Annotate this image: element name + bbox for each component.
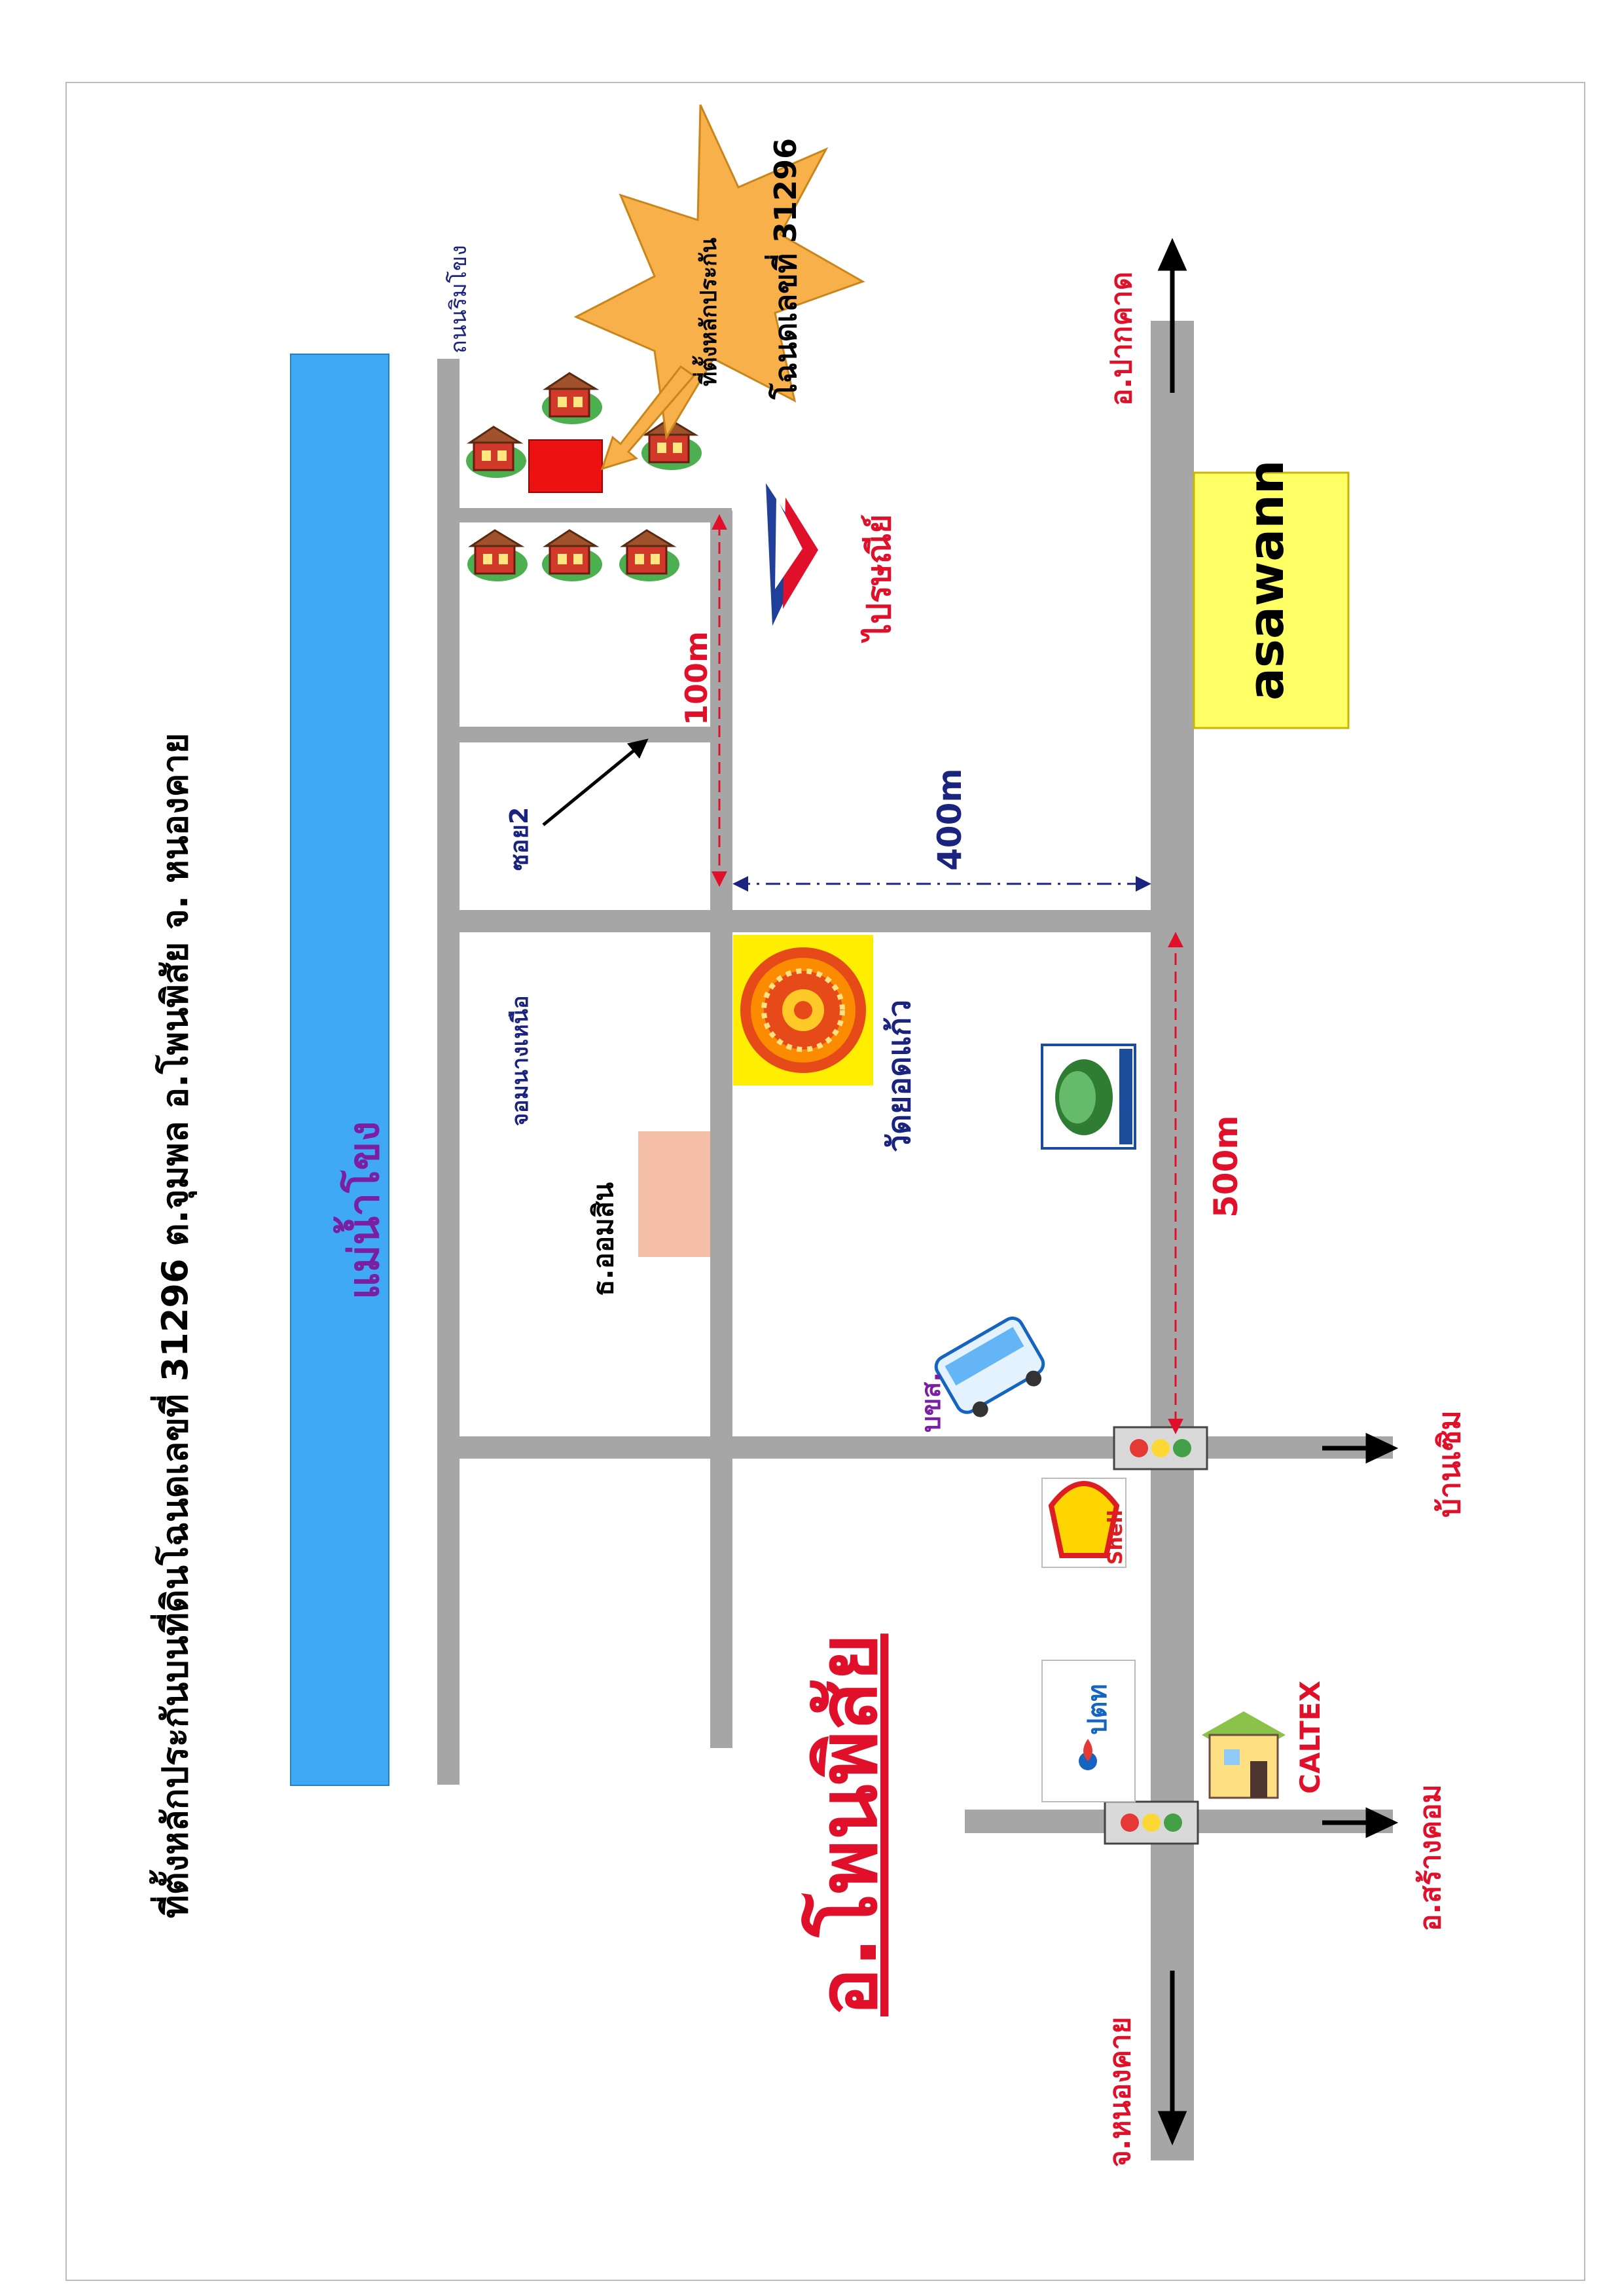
asawann-box [1193, 471, 1350, 729]
temple-wheel-icon [733, 935, 873, 1085]
star-label-line1: ที่ตั้งหลักประกัน [692, 238, 722, 386]
road-highway [1151, 321, 1194, 2160]
caltex-label: CALTEX [1294, 1681, 1326, 1794]
direction-pak-khat: อ.ปากคาด [1105, 272, 1138, 406]
page-border [65, 82, 1585, 2281]
road-top-cross [437, 508, 732, 522]
target-parcel [528, 439, 603, 493]
road-label-soi2: ซอย2 [505, 807, 533, 871]
post-office-logo-icon [766, 483, 818, 626]
star-pointer-arrow-icon [600, 365, 696, 471]
ptt-logo-icon [1041, 1660, 1136, 1802]
bus-label: บขส. [916, 1372, 946, 1432]
highway-arrows [1157, 238, 1399, 2145]
road-bus-cross [437, 1436, 1393, 1459]
bank-label: ธ.ออมสิน [587, 1182, 619, 1296]
bangchak-logo-icon [1041, 1044, 1136, 1150]
distance-400m: 400m [931, 769, 969, 871]
road-temple-link [437, 910, 1170, 932]
direction-ban-soem: บ้านเซิม [1432, 1410, 1467, 1518]
ptt-label: ปตท [1083, 1684, 1113, 1735]
traffic-light-south [1104, 1800, 1199, 1845]
traffic-light-north [1113, 1426, 1208, 1470]
river [290, 354, 389, 1786]
post-office-label: ไปรษณีย์ [860, 515, 898, 644]
direction-nong-khai: จ.หนองคาย [1104, 2017, 1137, 2167]
shell-logo-icon [1041, 1478, 1126, 1568]
bangchak-label: บางจาก [1117, 1093, 1134, 1143]
temple-label: วัดยอดแก้ว [881, 1000, 918, 1152]
bus-icon [934, 1317, 1045, 1417]
distance-500m: 500m [1207, 1116, 1245, 1218]
soi2-pointer-arrow [542, 738, 649, 826]
road-label-jom-north: จอมนางเหนือ [507, 996, 533, 1126]
caltex-station-icon [1202, 1711, 1286, 1799]
map-title: ที่ตั้งหลักประกันบนที่ดินโฉนดเลขที่ 3129… [149, 733, 198, 1918]
star-label-line2: โฉนดเลขที่ 31296 [765, 138, 803, 400]
river-label: แม่น้ำโขง [333, 1121, 389, 1300]
distance-100m: 100m [679, 631, 714, 725]
shell-label: Shell [1104, 1510, 1127, 1565]
road-riverside [437, 359, 460, 1785]
road-soi2 [437, 727, 732, 742]
road-label-riverside: ถนนริมโขง [446, 245, 472, 354]
bank-building [638, 1131, 710, 1257]
district-label: อ.โพนพิสัย [801, 1633, 895, 2016]
collateral-star-icon [573, 104, 865, 441]
asawann-label: asawann [1238, 460, 1295, 701]
direction-sang-khom: อ.สร้างคอม [1414, 1784, 1447, 1931]
